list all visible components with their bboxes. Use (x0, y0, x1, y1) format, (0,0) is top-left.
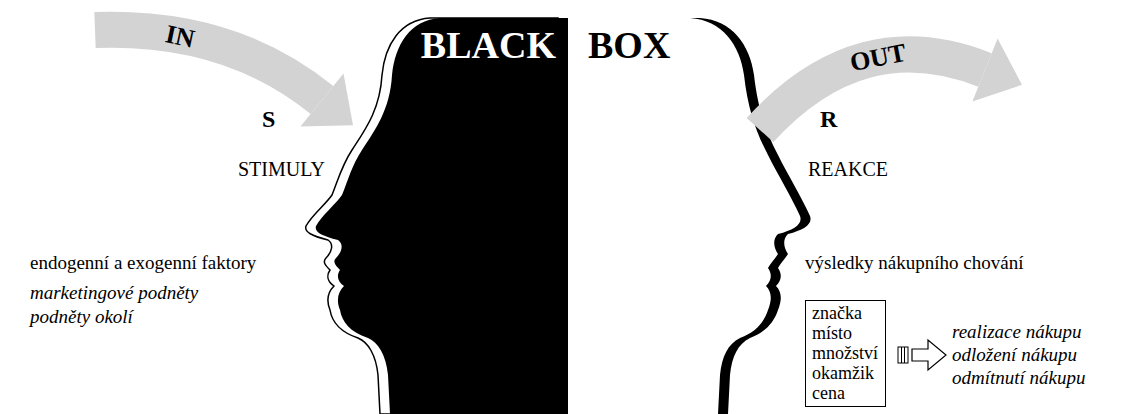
head-silhouette (568, 18, 801, 414)
input-arrowhead (301, 74, 354, 127)
stimulus-item: podněty okolí (30, 306, 133, 328)
result-item: odložení nákupu (952, 344, 1077, 366)
result-item: realizace nákupu (952, 321, 1082, 343)
output-arrowhead (972, 38, 1022, 101)
stimulus-letter: S (262, 106, 275, 134)
black-box-label: BOX (588, 24, 670, 68)
result-item: odmítnutí nákupu (952, 367, 1086, 389)
arrow-label: IN (163, 19, 197, 54)
head-silhouette (316, 18, 568, 414)
decision-attributes-box: značka místo množství okamžik cena (805, 300, 886, 407)
result-arrow (898, 340, 946, 370)
input-arrow (95, 30, 322, 100)
box-text: značka místo množství okamžik cena (812, 303, 878, 403)
factor-heading: endogenní a exogenní faktory (30, 252, 256, 274)
black-box-label: BLACK (421, 24, 556, 68)
response-letter: R (820, 106, 837, 134)
stimulus-label: STIMULY (238, 158, 325, 181)
stimulus-item: marketingové podněty (30, 282, 198, 304)
response-label: REAKCE (808, 158, 888, 181)
result-heading: výsledky nákupního chování (805, 252, 1023, 274)
